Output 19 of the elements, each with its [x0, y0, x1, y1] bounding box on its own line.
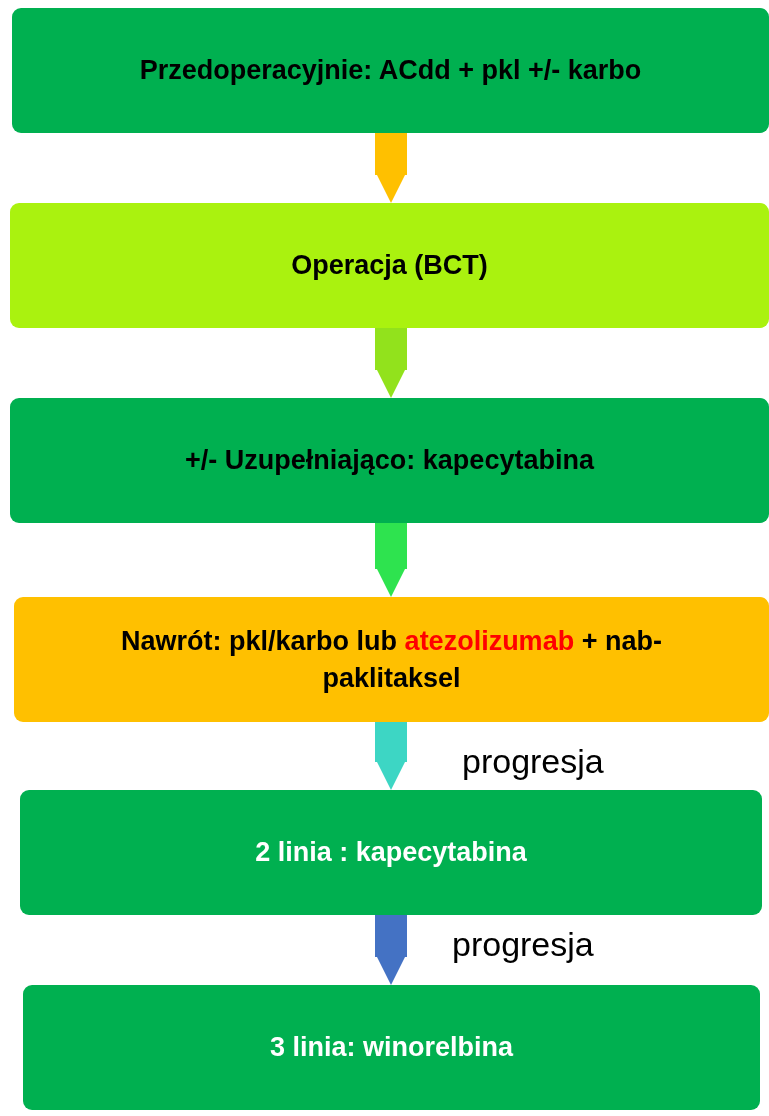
- node-text: Przedoperacyjnie: ACdd + pkl +/- karbo: [139, 54, 642, 88]
- block-arrow: [375, 915, 407, 985]
- process-box: [12, 8, 769, 133]
- node-text: Operacja (BCT): [291, 249, 488, 283]
- process-box: [23, 985, 760, 1110]
- process-box: [10, 398, 769, 523]
- process-box: [10, 203, 769, 328]
- edge-label: progresja: [462, 742, 604, 781]
- node-text: +/- Uzupełniająco: kapecytabina: [185, 444, 594, 478]
- block-arrow: [375, 523, 407, 597]
- node-text: 2 linia : kapecytabina: [255, 836, 527, 870]
- block-arrow: [375, 328, 407, 398]
- block-arrow: [375, 133, 407, 203]
- block-arrow: [375, 722, 407, 790]
- node-text: 3 linia: winorelbina: [269, 1031, 513, 1065]
- process-box: [20, 790, 762, 915]
- edge-label: progresja: [452, 925, 594, 964]
- node-text: Nawrót: pkl/karbo lub atezolizumab + nab-paklitaksel: [120, 625, 663, 695]
- process-box: [14, 597, 769, 722]
